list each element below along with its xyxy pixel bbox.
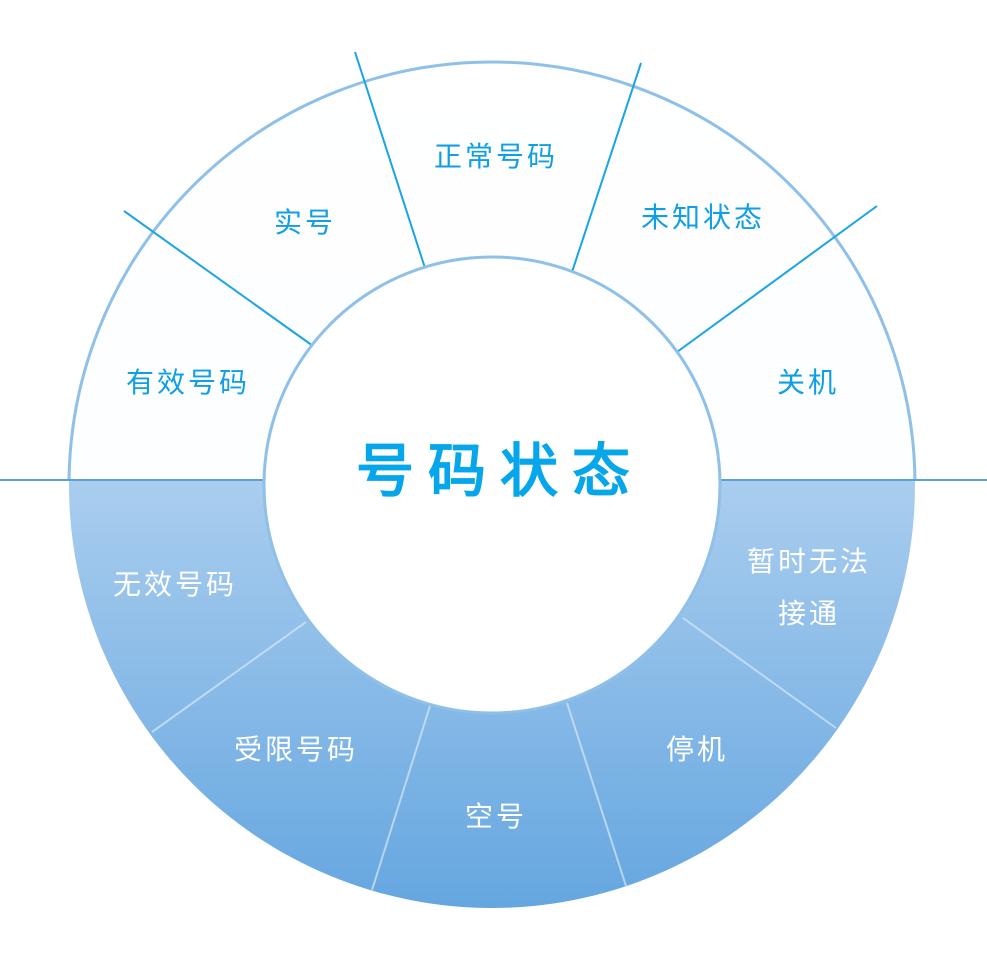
divider [123,210,314,347]
segment-label: 未知状态 [641,201,765,234]
valid-group-label: 有效号码 [126,366,250,399]
segment-label: 关机 [777,366,839,399]
segment-label: 受限号码 [234,733,358,766]
center-circle [262,255,722,715]
invalid-group-label: 无效号码 [113,568,237,601]
divider [571,62,642,273]
divider [151,621,307,733]
divider [676,205,878,353]
segment-label: 停机 [666,733,728,766]
segment-label: 暂时无法 [747,545,871,578]
valid-dividers [123,51,878,353]
divider [371,705,431,891]
invalid-dividers [151,617,837,891]
divider [354,51,426,269]
divider [566,702,627,887]
segment-label: 接通 [778,597,840,630]
segment-label: 正常号码 [434,140,558,173]
segment-label: 实号 [274,206,336,239]
diagram-title: 号码状态 [356,437,644,505]
outer-ring-border [67,60,917,481]
segment-label: 空号 [465,800,527,833]
divider [682,617,837,729]
